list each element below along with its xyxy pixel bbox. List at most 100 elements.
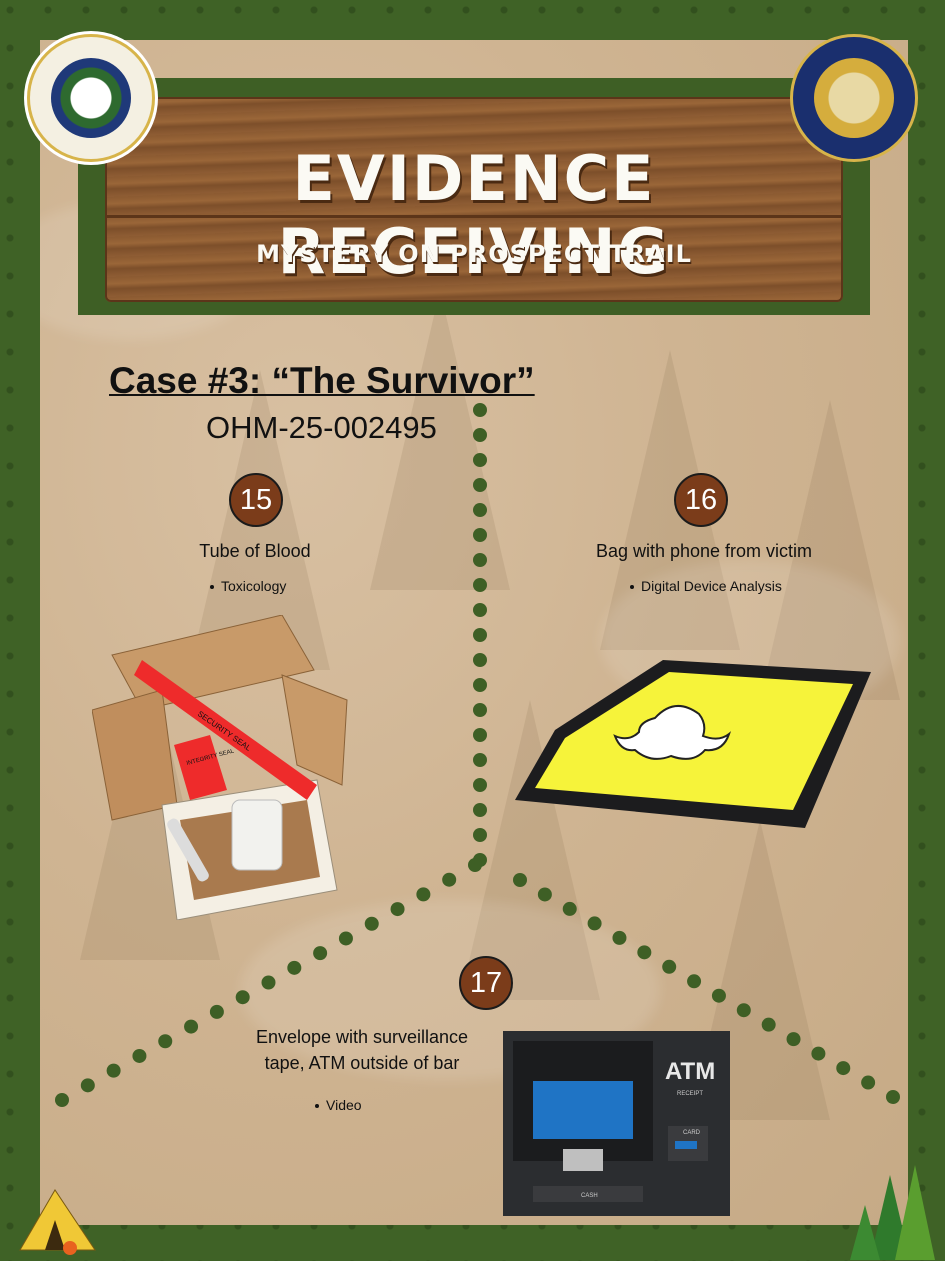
- trail-dot: [364, 916, 379, 931]
- atm-cash-slot: [533, 1186, 643, 1202]
- atm-keypad: [563, 1149, 603, 1171]
- integrity-seal-label: [174, 735, 227, 800]
- trail-dot: [637, 945, 652, 960]
- trail-dot: [473, 528, 487, 542]
- trail-dot: [473, 453, 487, 467]
- trail-dot: [313, 946, 328, 961]
- box-flap: [92, 689, 178, 821]
- pine-trees-icon: [850, 1165, 935, 1260]
- trail-dot: [473, 403, 487, 417]
- analysis-text: Video: [326, 1097, 362, 1113]
- item-number-badge: 15: [229, 473, 283, 527]
- evidence-box-image: SECURITY SEAL INTEGRITY SEAL: [92, 615, 348, 920]
- atm-label: ATM: [665, 1058, 715, 1085]
- trail-dot: [736, 1003, 751, 1018]
- tent-door: [45, 1220, 65, 1250]
- case-number: OHM-25-002495: [206, 410, 437, 445]
- trail-dot: [473, 603, 487, 617]
- security-seal-tape: [134, 660, 317, 800]
- item-label-line: Envelope with surveillance: [255, 1027, 469, 1047]
- trail-dot: [416, 887, 431, 902]
- atm-graphic: ATM RECEIPT CARD CASH: [513, 1041, 715, 1202]
- trail-dot: [473, 778, 487, 792]
- atm-image: ATM RECEIPT CARD CASH: [503, 1031, 730, 1216]
- trail-dot: [786, 1032, 801, 1047]
- banner-subtitle: MYSTERY ON PROSPECT TRAIL: [256, 240, 692, 268]
- trail-dot: [836, 1061, 851, 1076]
- trail-dot: [184, 1019, 199, 1034]
- card-icon: [675, 1141, 697, 1149]
- analysis-text: Digital Device Analysis: [641, 578, 782, 594]
- analysis-bullet: Digital Device Analysis: [630, 578, 782, 594]
- seal-emblem: [51, 58, 131, 138]
- trail-dot: [55, 1093, 69, 1107]
- desp-seal-logo: [30, 37, 152, 159]
- specimen-container: [231, 799, 283, 871]
- campsite-icon: [19, 1189, 96, 1255]
- seal-emblem: [814, 58, 894, 138]
- trail-dot: [390, 902, 405, 917]
- atm-card-label: CARD: [683, 1130, 701, 1136]
- bullet-dot: [210, 585, 214, 590]
- background-tree: [760, 400, 900, 700]
- analysis-text: Toxicology: [221, 578, 287, 594]
- trail-dot: [473, 578, 487, 592]
- trail-dot: [158, 1034, 173, 1049]
- trail-dot: [761, 1017, 776, 1032]
- trail-dot: [442, 872, 457, 887]
- dss-seal-logo: [793, 37, 915, 159]
- trail-dot: [612, 930, 627, 945]
- trail-dot: [711, 988, 726, 1003]
- trail-dot: [132, 1048, 147, 1063]
- analysis-bullet: Video: [315, 1097, 362, 1113]
- pine-tree-icon: [850, 1205, 880, 1260]
- smartphone-image: [515, 660, 871, 828]
- trail-dot: [106, 1063, 121, 1078]
- trail-dot: [513, 873, 527, 887]
- trail-dot: [473, 728, 487, 742]
- pine-tree-icon: [895, 1165, 935, 1260]
- trail-dot: [209, 1004, 224, 1019]
- ghost-logo-icon: [613, 705, 732, 760]
- item-number-badge: 16: [674, 473, 728, 527]
- atm-cash-label: CASH: [581, 1193, 598, 1199]
- trail-dot: [473, 428, 487, 442]
- trail-dot: [235, 990, 250, 1005]
- trail-dot: [811, 1046, 826, 1061]
- background-tree: [370, 290, 510, 590]
- trail-dot: [687, 974, 702, 989]
- banner-title: EVIDENCE RECEIVING: [277, 142, 671, 288]
- analysis-bullet: Toxicology: [210, 578, 286, 594]
- trail-dot: [562, 901, 577, 916]
- item-label: Envelope with surveillance tape, ATM out…: [222, 1024, 502, 1076]
- trail-dot: [537, 887, 552, 902]
- blood-tube: [167, 818, 209, 882]
- wood-sign: [105, 97, 843, 302]
- item-number-badge: 17: [459, 956, 513, 1010]
- trail-dot: [287, 960, 302, 975]
- atm-receipt-label: RECEIPT: [677, 1091, 703, 1097]
- trail-dot: [886, 1090, 900, 1104]
- case-title: Case #3: “The Survivor”: [109, 360, 535, 401]
- wood-sign-seam: [105, 215, 843, 218]
- trail-dot: [473, 628, 487, 642]
- trail-dot: [261, 975, 276, 990]
- trail-dot: [80, 1078, 95, 1093]
- trail-dot: [473, 803, 487, 817]
- trail-dot: [473, 653, 487, 667]
- trail-dot: [662, 959, 677, 974]
- trail-dot: [473, 553, 487, 567]
- item-label: Bag with phone from victim: [595, 541, 813, 561]
- bullet-dot: [630, 585, 634, 590]
- item-label-line: tape, ATM outside of bar: [264, 1053, 460, 1073]
- trail-dot: [473, 703, 487, 717]
- trail-dot: [473, 753, 487, 767]
- trail-dot: [473, 503, 487, 517]
- trail-dot: [468, 858, 482, 872]
- item-label: Tube of Blood: [199, 541, 311, 561]
- bullet-dot: [315, 1104, 319, 1109]
- trail-dot: [473, 828, 487, 842]
- campfire-icon: [63, 1241, 77, 1255]
- trail-dot: [473, 678, 487, 692]
